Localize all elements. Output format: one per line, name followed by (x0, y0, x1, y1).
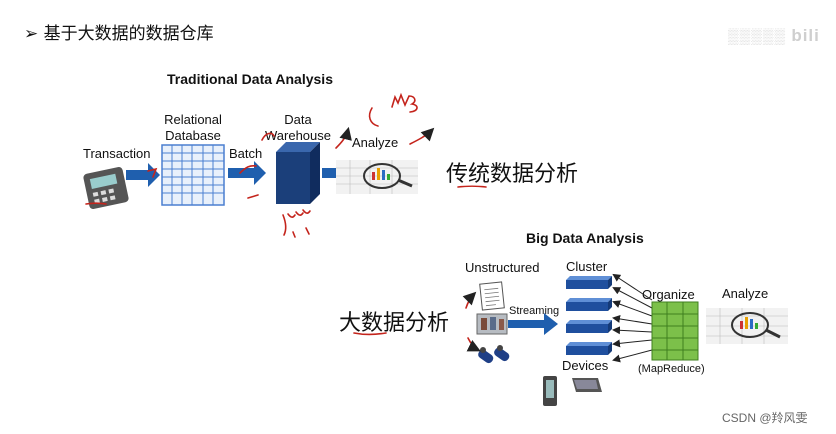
analyze-magnifier-icon-bigdata (706, 308, 788, 344)
footer-credit: CSDN @羚风雯 (722, 411, 808, 425)
data-warehouse-cube-icon (276, 142, 320, 204)
organize-grid-icon (651, 301, 699, 361)
heading-bullet-icon: ➢ (24, 24, 39, 44)
organize-arrows (612, 273, 653, 363)
relational-label-line2: Database (165, 128, 221, 143)
data-warehouse-label: Data Warehouse (256, 112, 340, 144)
big-data-title: Big Data Analysis (526, 230, 644, 246)
server-2 (566, 298, 612, 311)
unstructured-label: Unstructured (465, 260, 540, 275)
cluster-label: Cluster (566, 259, 608, 274)
bigdata-annotation-cn: 大数据分析 (339, 311, 450, 336)
relational-database-label: Relational Database (158, 112, 228, 144)
warehouse-label-line1: Data (284, 112, 312, 127)
server-1 (566, 276, 612, 289)
warehouse-label-line2: Warehouse (265, 128, 331, 143)
watermark-logo: bili (791, 26, 820, 45)
handwriting-top-scribble (391, 92, 418, 113)
flow-arrow-1 (126, 163, 160, 187)
traditional-title: Traditional Data Analysis (167, 71, 333, 87)
phone-device-icon (543, 376, 557, 406)
sensor-devices-icon (478, 345, 510, 364)
slide-heading: ➢ 基于大数据的数据仓库 (24, 19, 214, 44)
heading-text: 基于大数据的数据仓库 (43, 24, 214, 44)
transaction-label: Transaction (83, 146, 151, 161)
bigdata-annotations (353, 291, 481, 352)
photo-icon (476, 313, 508, 335)
batch-label: Batch (229, 146, 263, 161)
traditional-annotation-cn: 传统数据分析 (446, 162, 579, 187)
watermark: ▒▒▒▒▒ bili (728, 26, 820, 46)
mapreduce-label: (MapReduce) (638, 363, 705, 375)
analyze-label-bigdata: Analyze (722, 286, 769, 301)
analyze-magnifier-icon (336, 160, 418, 194)
watermark-blur: ▒▒▒▒▒ (728, 28, 792, 45)
cluster-servers-icon (566, 276, 612, 355)
relational-database-grid-icon (161, 144, 225, 206)
server-3 (566, 320, 612, 333)
streaming-arrow (508, 313, 558, 335)
traditional-annotations (85, 92, 487, 238)
card-terminal-icon (83, 166, 129, 210)
streaming-label: Streaming (509, 305, 560, 317)
server-4 (566, 342, 612, 355)
relational-label-line1: Relational (164, 112, 222, 127)
organize-label: Organize (642, 287, 695, 302)
document-icon (479, 281, 505, 311)
flow-arrow-2 (228, 161, 266, 185)
laptop-device-icon (572, 378, 602, 392)
devices-label: Devices (562, 358, 609, 373)
analyze-label-traditional: Analyze (352, 135, 399, 150)
